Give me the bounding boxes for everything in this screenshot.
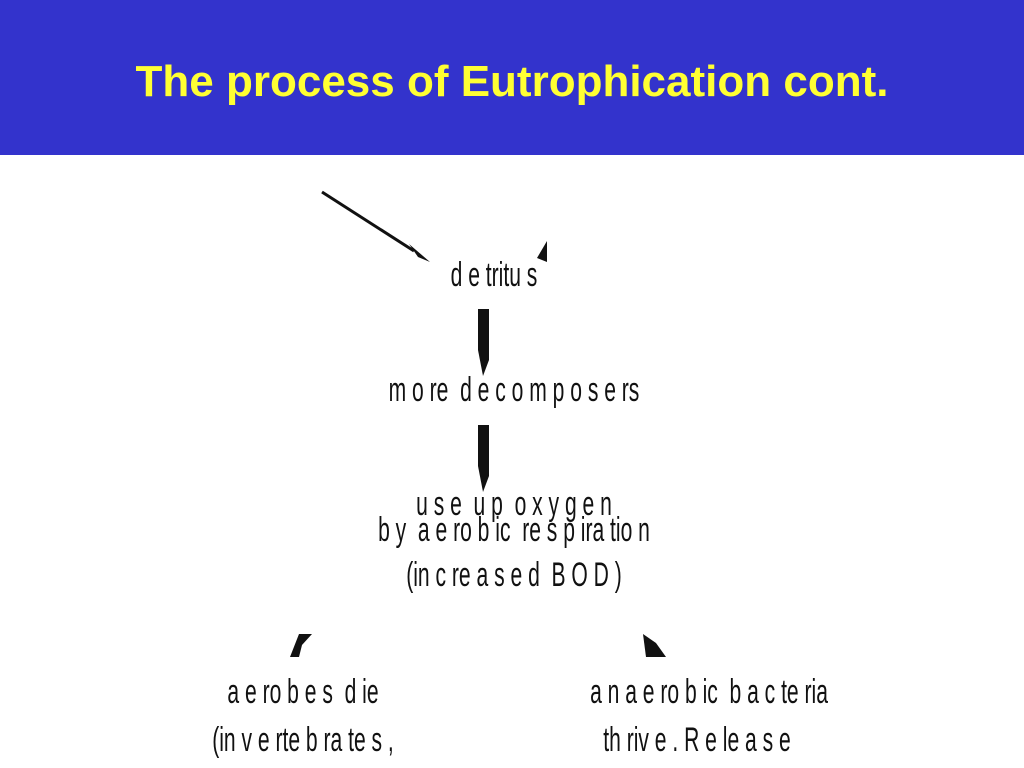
node-anaerobic-bacteria: a n a e ro b ic b a c te ria <box>590 673 828 711</box>
node-aerobic-respiration: b y a e ro b ic re s p ira tio n <box>378 511 650 549</box>
node-aerobes-die: a e ro b e s d ie <box>227 673 379 711</box>
slide-title: The process of Eutrophication cont. <box>135 57 889 106</box>
node-use-up-oxygen: u s e u p o x y g e n <box>416 485 612 523</box>
node-thrive-release: th riv e . R e le a s e <box>603 721 791 759</box>
arrow-detritus-to-decomposers <box>478 309 489 376</box>
node-invertebrates: (in v e rte b ra te s , <box>212 721 394 759</box>
incoming-arrow-head <box>409 244 430 262</box>
arrow-decomposers-to-oxygen <box>478 425 489 492</box>
side-arrow-head <box>537 241 547 262</box>
incoming-arrow-line <box>321 190 415 253</box>
node-increased-bod: (in c re a s e d B O D ) <box>406 556 622 594</box>
title-banner <box>0 0 1024 155</box>
node-more-decomposers: m o re d e c o m p o s e rs <box>388 371 640 409</box>
arrow-to-aerobes-die <box>290 634 312 657</box>
node-detritus: d e tritu s <box>450 256 538 294</box>
arrow-to-anaerobic-bacteria <box>643 634 666 657</box>
